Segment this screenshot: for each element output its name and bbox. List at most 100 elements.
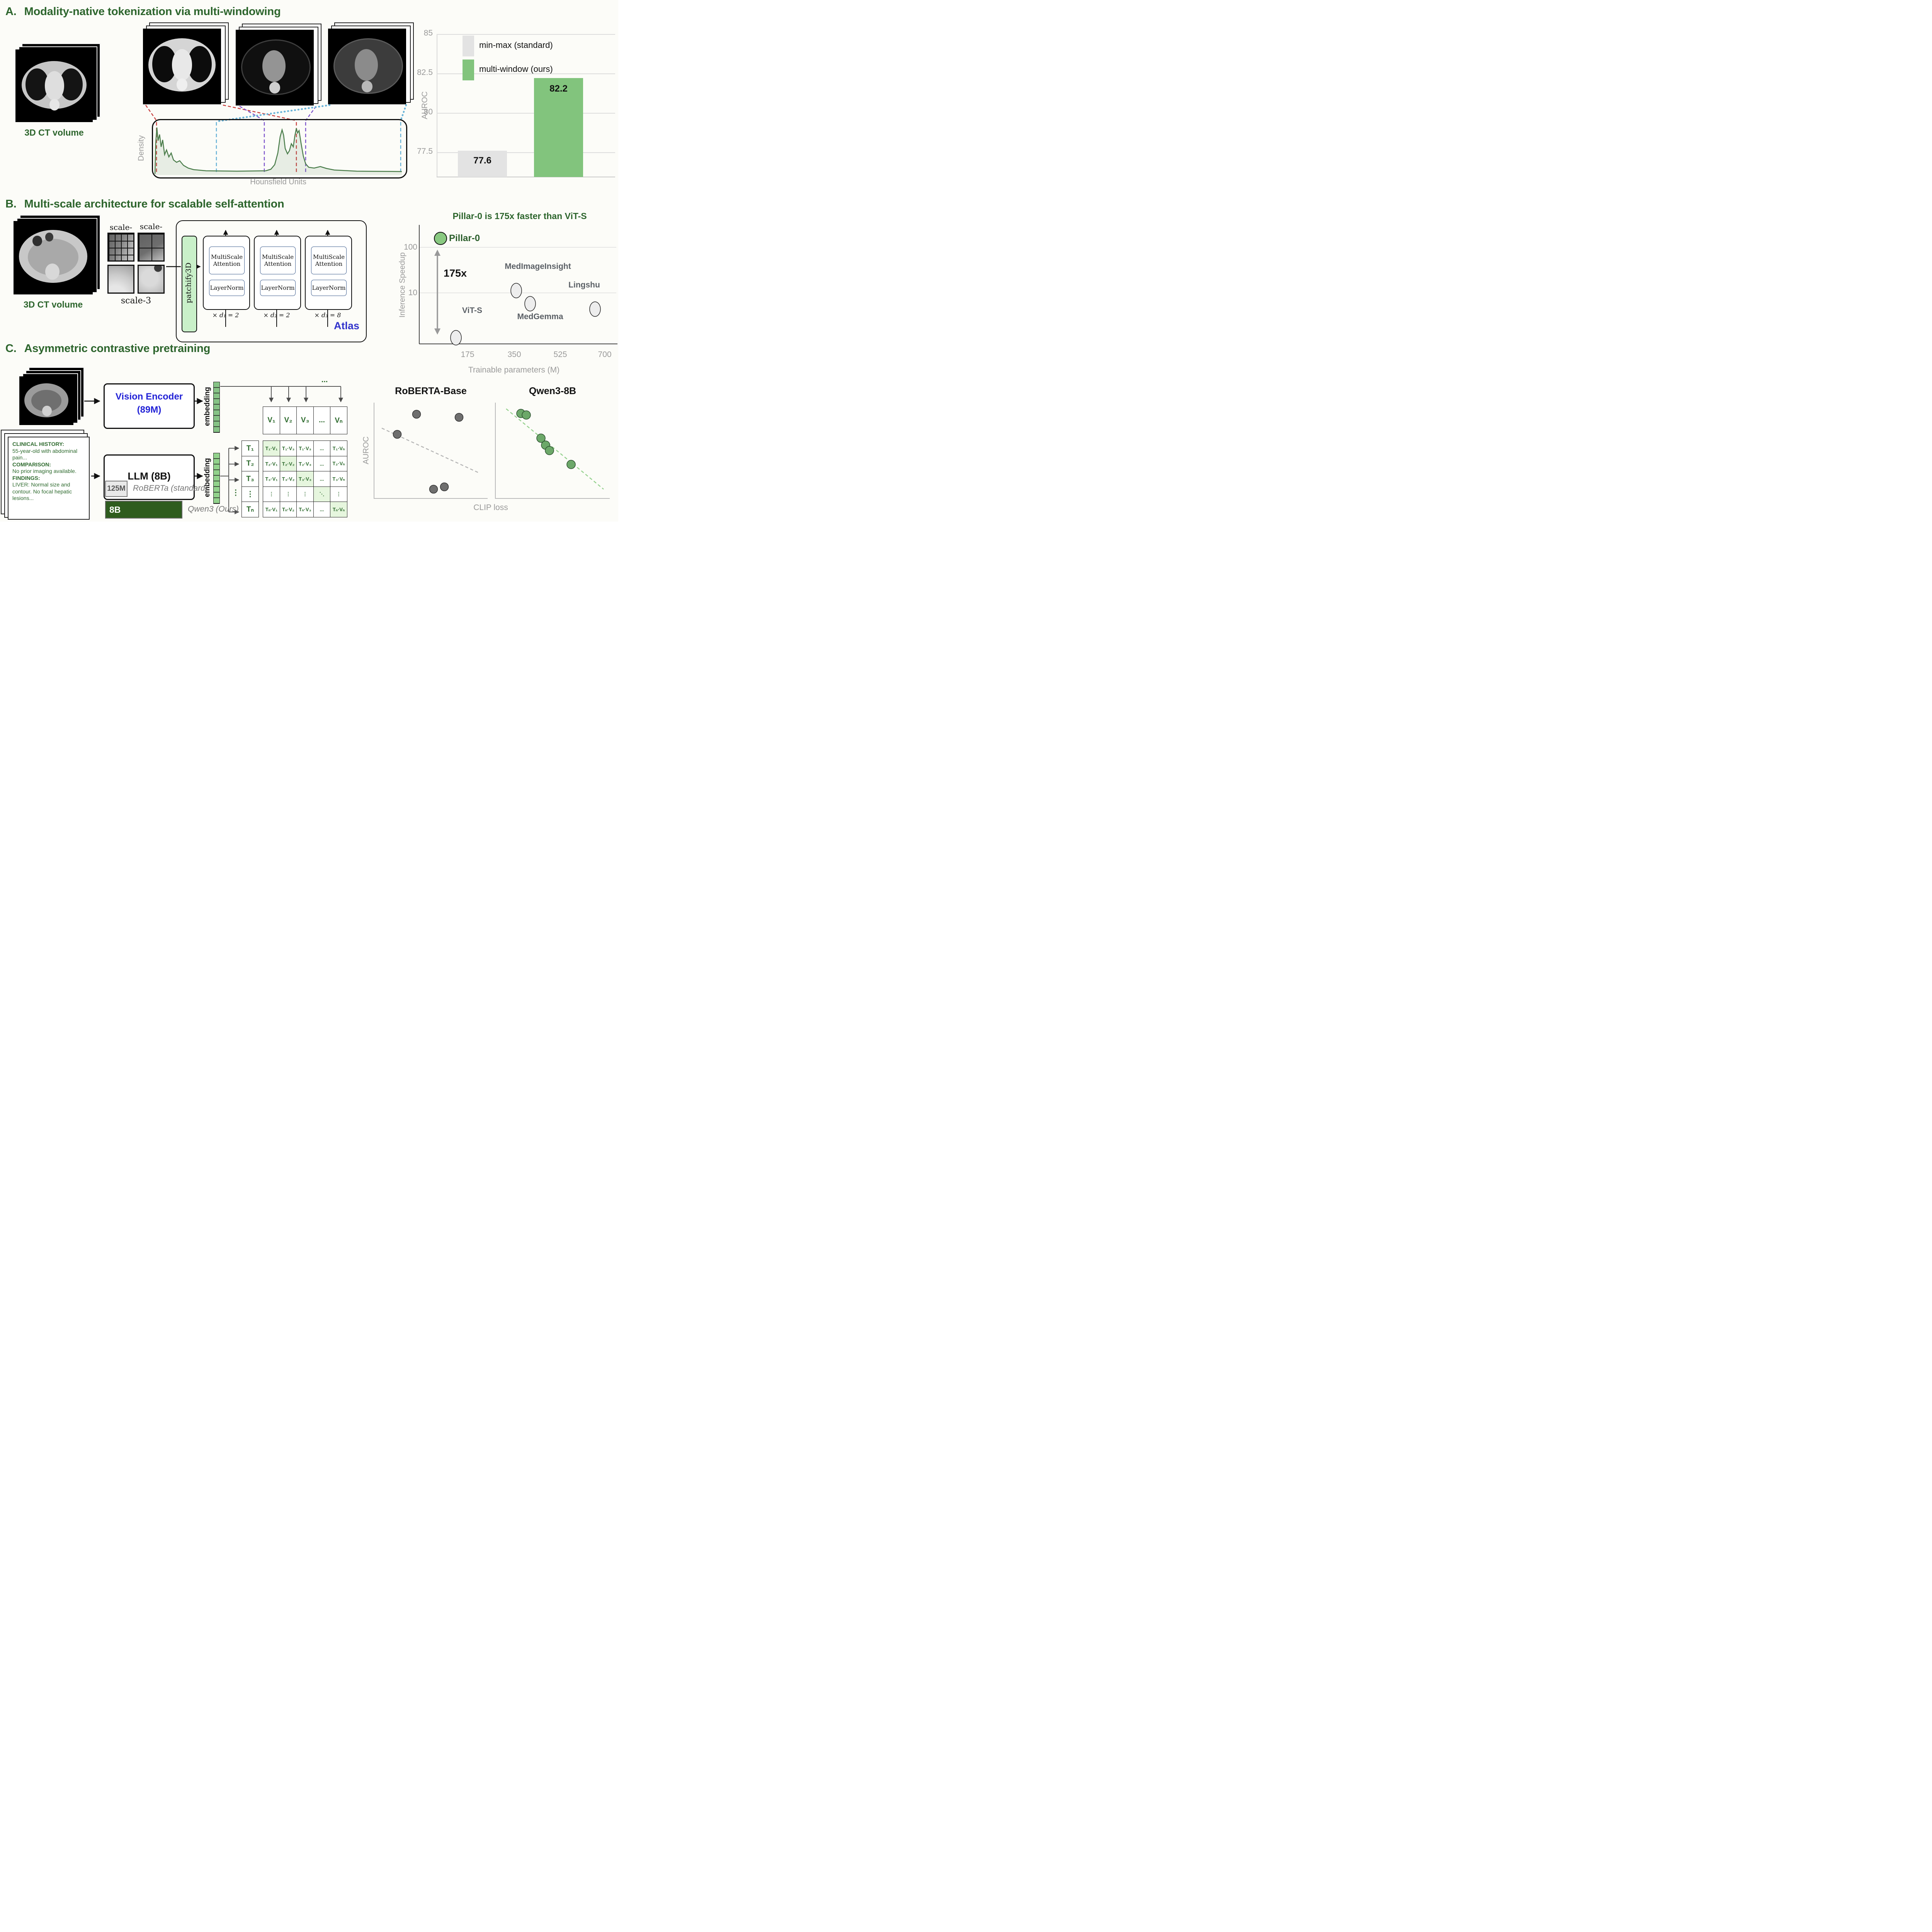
text-embedding-vector [213, 453, 220, 504]
bar-multiwindow [534, 78, 583, 177]
qwen-name: Qwen3 (Ours) [188, 505, 239, 514]
multiscale-attention-box: MultiScale Attention [260, 247, 296, 274]
bar-multiwindow-value: 82.2 [549, 83, 568, 94]
legend-swatch-minmax [463, 36, 474, 56]
figure-graphics [77, 104, 617, 514]
matrix-row: ⋮ ⋮ ⋮ ⋱ ⋮ [263, 486, 347, 502]
matrix-cell: T₁·Vₙ [330, 440, 347, 456]
vision-embedding-label: embedding [203, 387, 211, 426]
matrix-row: T₃·V₁ T₃·V₂ T₃·V₃ ... T₃·Vₙ [263, 471, 347, 487]
t-header: Tₙ [242, 502, 259, 517]
ytick-77-5: 77.5 [417, 147, 433, 156]
matrix-cell: T₂·Vₙ [330, 456, 347, 472]
speedup-xtick-350: 350 [507, 350, 521, 359]
v-header: Vₙ [330, 406, 347, 434]
matrix-cell: ⋱ [313, 486, 331, 502]
vision-encoder-label: Vision Encoder [115, 391, 183, 402]
qwen-plot-title: Qwen3-8B [529, 386, 577, 396]
t-branch-ellipsis: ⋮ [232, 488, 240, 497]
ct-volume-a-label: 3D CT volume [24, 128, 84, 138]
vision-encoder-params: (89M) [137, 405, 162, 415]
block-2-depth: × d₂ = 2 [263, 311, 290, 319]
qwen-plot [495, 403, 610, 499]
report-heading-1: CLINICAL HISTORY: [12, 441, 65, 447]
matrix-cell: T₂·V₂ [279, 456, 297, 472]
llm-label: LLM (8B) [128, 470, 171, 482]
v-header: V₂ [279, 406, 297, 434]
speedup-ytick-10: 10 [408, 288, 417, 297]
matrix-cell: ... [313, 502, 331, 517]
v-row-ellipsis: ... [321, 376, 328, 384]
matrix-cell: ... [313, 456, 331, 472]
v-header-row: V₁ V₂ V₃ ... Vₙ [263, 406, 347, 434]
panel-b-title-text: Multi-scale architecture for scalable se… [24, 198, 284, 210]
v-header: V₃ [296, 406, 314, 434]
lingshu-point-label: Lingshu [568, 281, 600, 289]
panel-c-title-text: Asymmetric contrastive pretraining [24, 342, 211, 355]
speedup-scatter [419, 225, 617, 345]
legend-label-multiwindow: multi-window (ours) [479, 64, 553, 74]
ytick-82-5: 82.5 [417, 68, 433, 77]
arrow-up-icon [434, 250, 440, 256]
panel-a-label: A. [5, 5, 17, 18]
matrix-cell: T₂·V₁ [263, 456, 280, 472]
layernorm-box: LayerNorm [209, 280, 245, 296]
scale-1-patch-image [107, 233, 134, 262]
clip-plots-xlabel: CLIP loss [473, 503, 508, 512]
clip-plots-ylabel: AUROC [362, 436, 371, 464]
panel-b-title: B.Multi-scale architecture for scalable … [5, 198, 284, 211]
matrix-cell: T₁·V₃ [296, 440, 314, 456]
matrix-cell: T₃·V₃ [296, 471, 314, 487]
arrow-down-icon [434, 328, 440, 335]
t-header: T₁ [242, 440, 259, 456]
point-medgemma [524, 296, 536, 311]
transformer-block-2: MultiScale Attention LayerNorm [254, 236, 301, 310]
gridline [437, 113, 615, 114]
patchify3d-box [182, 236, 197, 332]
v-header: V₁ [263, 406, 280, 434]
panel-c-title: C. Asymmetric contrastive pretraining [5, 342, 210, 355]
multiscale-attention-box: MultiScale Attention [209, 247, 245, 274]
report-body-1: 55-year-old with abdominal pain... [12, 447, 78, 461]
similarity-matrix: T₁·V₁ T₁·V₃ T₁·V₃ ... T₁·Vₙ T₂·V₁ T₂·V₂ … [263, 440, 347, 517]
point-vits [450, 330, 462, 345]
legend-swatch-multiwindow [463, 60, 474, 80]
matrix-cell: T₁·V₁ [263, 440, 280, 456]
ct-volume-b-label: 3D CT volume [23, 299, 83, 310]
medgemma-point-label: MedGemma [517, 312, 563, 321]
matrix-cell: Tₙ·V₁ [263, 502, 280, 517]
matrix-cell: ⋮ [263, 486, 280, 502]
scale-3-label: scale-3 [121, 296, 151, 306]
speedup-xtick-175: 175 [461, 350, 474, 359]
layernorm-box: LayerNorm [260, 280, 296, 296]
ytick-80: 80 [423, 107, 433, 116]
histogram-ylabel: Density [137, 135, 146, 161]
gridline [437, 152, 615, 153]
panel-a-title: A.Modality-native tokenization via multi… [5, 5, 281, 18]
vits-point-label: ViT-S [462, 306, 483, 315]
roberta-name: RoBERTa (standard) [133, 484, 208, 493]
matrix-cell: T₃·Vₙ [330, 471, 347, 487]
histogram-box [152, 119, 407, 179]
scale-3-patch-image-2 [138, 265, 165, 294]
figure-canvas: A.Modality-native tokenization via multi… [0, 0, 618, 522]
roberta-plot-title: RoBERTA-Base [395, 386, 467, 396]
report-body-2: No prior imaging available. [12, 468, 77, 474]
legend-label-minmax: min-max (standard) [479, 40, 553, 50]
matrix-cell: ⋮ [296, 486, 314, 502]
matrix-row: T₁·V₁ T₁·V₃ T₁·V₃ ... T₁·Vₙ [263, 440, 347, 456]
speedup-ytick-100: 100 [403, 243, 417, 252]
matrix-row: Tₙ·V₁ Tₙ·V₂ Tₙ·V₃ ... Tₙ·Vₙ [263, 502, 347, 517]
roberta-size-box: 125M [105, 481, 128, 497]
point-pillar0 [434, 232, 447, 245]
speedup-xtick-525: 525 [553, 350, 567, 359]
window-connector-lines [145, 104, 407, 122]
matrix-cell: T₃·V₁ [263, 471, 280, 487]
vision-encoder-box: Vision Encoder (89M) [104, 383, 195, 429]
panel-c-label: C. [5, 342, 17, 355]
vision-to-v-lines [220, 386, 343, 403]
ct-slice-soft-tissue-window [236, 30, 314, 105]
gridline [437, 34, 615, 35]
report-heading-2: COMPARISON: [12, 461, 51, 468]
matrix-cell: T₁·V₃ [279, 440, 297, 456]
